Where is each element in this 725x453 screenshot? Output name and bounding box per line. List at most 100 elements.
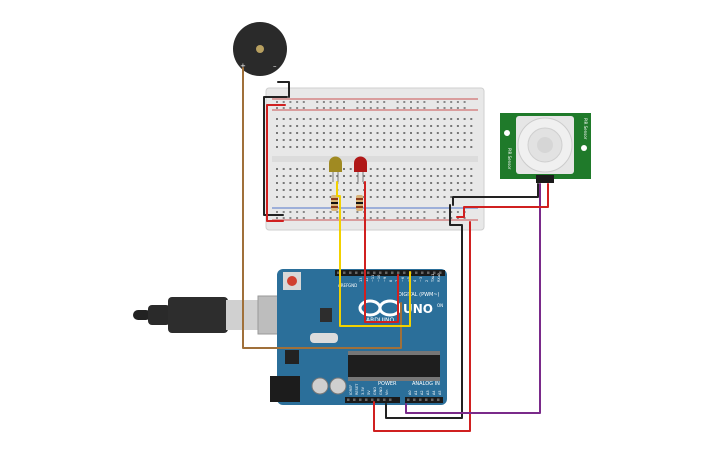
breadboard-hole	[389, 118, 392, 120]
rail-hole	[423, 101, 426, 103]
breadboard-hole	[302, 189, 305, 191]
breadboard-hole	[289, 146, 292, 148]
breadboard-hole	[403, 168, 406, 170]
rail-hole	[316, 217, 319, 219]
breadboard-hole	[470, 175, 473, 177]
on-label: ON	[437, 303, 443, 308]
header-hole	[347, 398, 350, 401]
rail-hole	[456, 107, 459, 109]
breadboard-hole	[369, 168, 372, 170]
header-hole	[431, 398, 434, 401]
breadboard-hole	[329, 139, 332, 141]
rail-hole	[363, 107, 366, 109]
wire-red-led	[364, 181, 399, 323]
digital-pin-label: ~9	[383, 277, 387, 282]
breadboard-hole	[383, 189, 386, 191]
breadboard-hole	[296, 175, 299, 177]
breadboard-hole	[309, 189, 312, 191]
breadboard-hole	[289, 132, 292, 134]
usb-cable-end	[133, 310, 151, 320]
header-hole	[419, 398, 422, 401]
breadboard-hole	[470, 189, 473, 191]
breadboard-hole	[329, 132, 332, 134]
power-pin-label: GND	[373, 387, 377, 395]
breadboard-hole	[322, 175, 325, 177]
breadboard-hole	[302, 118, 305, 120]
power-pin-label: 3.3V	[361, 386, 365, 395]
rail-hole	[410, 107, 412, 109]
breadboard-hole	[436, 132, 439, 134]
breadboard-hole	[450, 175, 453, 177]
breadboard-hole	[276, 118, 278, 120]
breadboard-hole	[470, 118, 473, 120]
breadboard-hole	[410, 189, 412, 191]
digital-pin-label: RX◂0	[437, 273, 441, 282]
rail-hole	[403, 217, 406, 219]
breadboard-hole	[436, 146, 439, 148]
capacitor-2	[329, 377, 347, 395]
breadboard-hole	[316, 196, 319, 198]
breadboard-hole	[450, 139, 453, 141]
breadboard-hole	[343, 139, 345, 141]
rail-hole	[450, 211, 453, 213]
breadboard-hole	[343, 175, 345, 177]
breadboard-hole	[336, 125, 339, 127]
breadboard-hole	[376, 182, 379, 184]
breadboard-hole	[410, 132, 412, 134]
breadboard-hole	[396, 168, 399, 170]
breadboard-hole	[316, 182, 319, 184]
breadboard-hole	[343, 189, 345, 191]
rail-hole	[329, 217, 332, 219]
breadboard-hole	[416, 189, 419, 191]
breadboard-hole	[456, 189, 459, 191]
breadboard-hole	[302, 168, 305, 170]
rail-hole	[396, 217, 399, 219]
breadboard-hole	[296, 182, 299, 184]
breadboard-hole	[322, 146, 325, 148]
breadboard-hole	[322, 196, 325, 198]
rail-hole	[463, 101, 466, 103]
breadboard-hole	[403, 189, 406, 191]
rail-hole	[316, 107, 319, 109]
breadboard-hole	[383, 139, 386, 141]
rail-hole	[410, 217, 412, 219]
header-hole	[349, 271, 352, 274]
breadboard-hole	[443, 125, 446, 127]
rail-hole	[322, 217, 325, 219]
breadboard-hole	[369, 189, 372, 191]
breadboard-hole	[436, 125, 439, 127]
breadboard-hole	[389, 168, 392, 170]
breadboard-hole	[329, 189, 332, 191]
rail-hole	[343, 211, 345, 213]
breadboard-hole	[309, 118, 312, 120]
breadboard-hole	[282, 182, 285, 184]
rail-hole	[356, 107, 359, 109]
breadboard-hole	[396, 132, 399, 134]
breadboard-hole	[329, 182, 332, 184]
breadboard-hole	[423, 168, 426, 170]
digital-pin-label: ~10	[377, 275, 381, 282]
breadboard-hole	[403, 175, 406, 177]
wires	[242, 67, 549, 432]
breadboard-hole	[430, 139, 433, 141]
rail-hole	[443, 217, 446, 219]
breadboard-hole	[343, 196, 345, 198]
breadboard-hole	[316, 139, 319, 141]
rail-hole	[369, 211, 372, 213]
breadboard-hole	[423, 182, 426, 184]
breadboard-hole	[316, 146, 319, 148]
breadboard-hole	[436, 189, 439, 191]
rail-hole	[383, 101, 386, 103]
breadboard-hole	[450, 168, 453, 170]
breadboard-hole	[282, 132, 285, 134]
digital-label: DIGITAL (PWM~)	[398, 292, 440, 298]
breadboard-hole	[302, 146, 305, 148]
breadboard-hole	[383, 168, 386, 170]
rail-hole	[343, 217, 345, 219]
breadboard-hole	[349, 139, 352, 141]
rail-hole	[443, 101, 446, 103]
breadboard-hole	[316, 125, 319, 127]
reset-button[interactable]	[287, 276, 297, 286]
breadboard-hole	[336, 118, 339, 120]
